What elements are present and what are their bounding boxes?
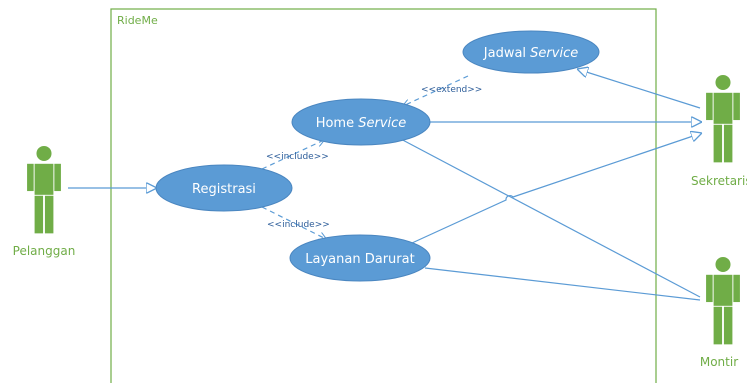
assoc-layanan-darurat-sekretaris [411, 133, 702, 244]
use-case-label-emphasis: Service [530, 46, 578, 61]
use-case-label-emphasis: Service [358, 116, 406, 131]
use-case-label: Registrasi [192, 182, 256, 197]
actor-pelanggan-icon [27, 145, 61, 234]
use-case-label: Jadwal [483, 46, 530, 61]
svg-text:Home Service: Home Service [316, 116, 407, 131]
extend-jadwal-home-service [403, 75, 469, 106]
actor-label: Montir [700, 355, 738, 369]
svg-text:Jadwal Service: Jadwal Service [483, 46, 578, 61]
actor-sekretaris[interactable]: Sekretaris [691, 74, 747, 188]
include-label-home: <<include>> [266, 152, 329, 162]
assoc-sekretaris-jadwal-service [577, 69, 701, 109]
actor-pelanggan[interactable]: Pelanggan [13, 145, 76, 258]
use-case-label: Layanan Darurat [305, 252, 414, 267]
system-boundary [110, 8, 657, 383]
assoc-home-service-montir [396, 136, 701, 298]
actor-sekretaris-icon [706, 74, 740, 163]
use-case-label: Home [316, 116, 359, 131]
use-case-registrasi[interactable]: Registrasi [155, 164, 293, 212]
assoc-layanan-darurat-montir [424, 267, 701, 301]
use-case-jadwal-service[interactable]: Jadwal Service [462, 30, 600, 74]
system-title: RideMe [117, 14, 158, 27]
actor-montir[interactable]: Montir [700, 256, 740, 369]
extend-label-jadwal: <<extend>> [421, 85, 482, 95]
include-registrasi-layanan-darurat [261, 206, 326, 239]
use-case-home-service[interactable]: Home Service [291, 98, 431, 146]
actor-montir-icon [706, 256, 740, 345]
actor-label: Sekretaris [691, 174, 747, 188]
use-case-layanan-darurat[interactable]: Layanan Darurat [289, 234, 431, 282]
actor-label: Pelanggan [13, 244, 76, 258]
include-label-layanan: <<include>> [267, 220, 330, 230]
include-registrasi-home-service [261, 140, 324, 170]
